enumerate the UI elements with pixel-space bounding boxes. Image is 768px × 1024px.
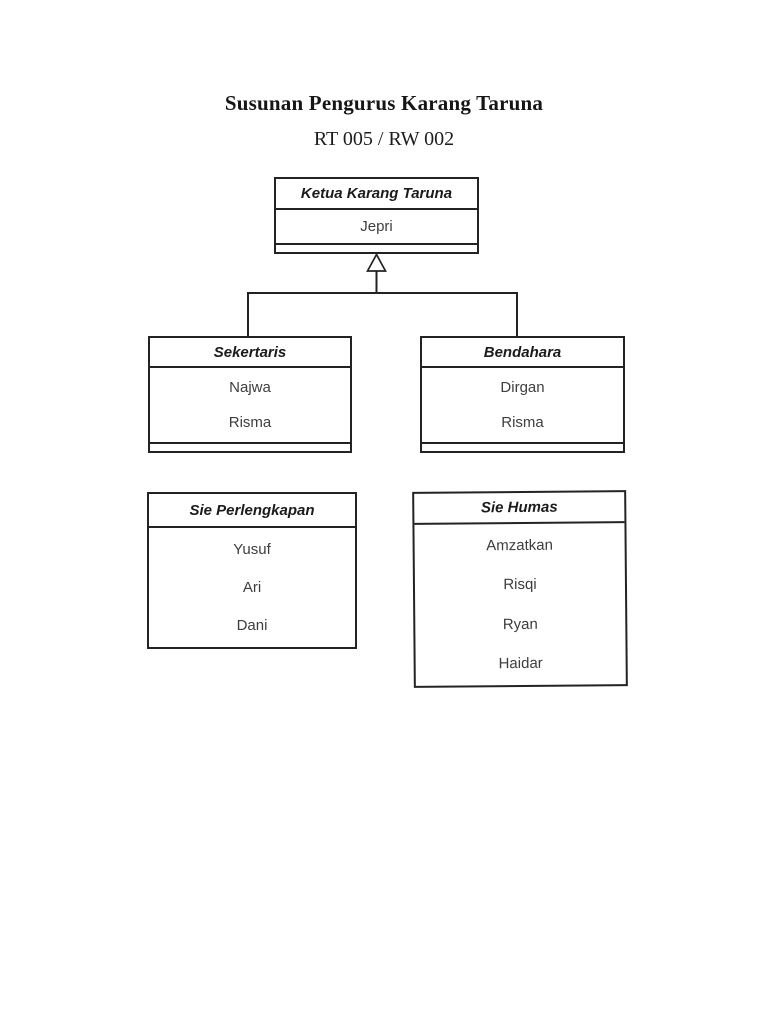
org-node-footer	[150, 442, 350, 451]
document-title: Susunan Pengurus Karang Taruna	[224, 91, 544, 115]
org-node-sie-perlengkapan: Sie Perlengkapan Yusuf Ari Dani	[147, 492, 357, 649]
member-name: Risqi	[503, 576, 537, 594]
org-node-sie-humas: Sie Humas Amzatkan Risqi Ryan Haidar	[412, 490, 628, 688]
org-node-members: Najwa Risma	[150, 368, 350, 442]
org-node-title: Sekertaris	[150, 338, 350, 368]
member-name: Najwa	[229, 379, 271, 396]
member-name: Dirgan	[500, 379, 545, 396]
member-name: Ryan	[502, 615, 538, 633]
member-name: Ari	[242, 578, 262, 596]
member-name: Jepri	[360, 218, 393, 235]
org-node-members: Yusuf Ari Dani	[149, 528, 355, 647]
org-node-sekertaris: Sekertaris Najwa Risma	[148, 336, 352, 453]
org-node-members: Dirgan Risma	[422, 368, 623, 442]
org-node-title: Ketua Karang Taruna	[276, 179, 477, 210]
org-node-ketua: Ketua Karang Taruna Jepri	[274, 177, 479, 254]
member-name: Haidar	[498, 654, 543, 673]
org-node-footer	[422, 442, 623, 451]
document-subtitle: RT 005 / RW 002	[313, 128, 455, 150]
member-name: Risma	[501, 414, 544, 431]
org-node-title-text: Sie Humas	[480, 498, 558, 517]
org-node-title: Sie Perlengkapan	[149, 494, 355, 528]
org-node-members: Amzatkan Risqi Ryan Haidar	[414, 523, 625, 686]
org-node-title: Bendahara	[422, 338, 623, 368]
member-name: Dani	[236, 617, 268, 635]
org-node-bendahara: Bendahara Dirgan Risma	[420, 336, 625, 453]
member-name: Risma	[228, 414, 272, 431]
org-node-title-text: Sie Perlengkapan	[189, 501, 315, 519]
member-name: Yusuf	[233, 540, 271, 558]
org-node-title-text: Bendahara	[483, 343, 562, 361]
org-node-title-text: Sekertaris	[213, 343, 287, 361]
org-node-title: Sie Humas	[414, 492, 625, 525]
org-node-members: Jepri	[276, 210, 477, 243]
org-node-title-text: Ketua Karang Taruna	[300, 185, 453, 202]
member-name: Amzatkan	[486, 536, 554, 555]
org-node-footer	[276, 243, 477, 252]
generalization-arrow-icon	[366, 252, 387, 272]
